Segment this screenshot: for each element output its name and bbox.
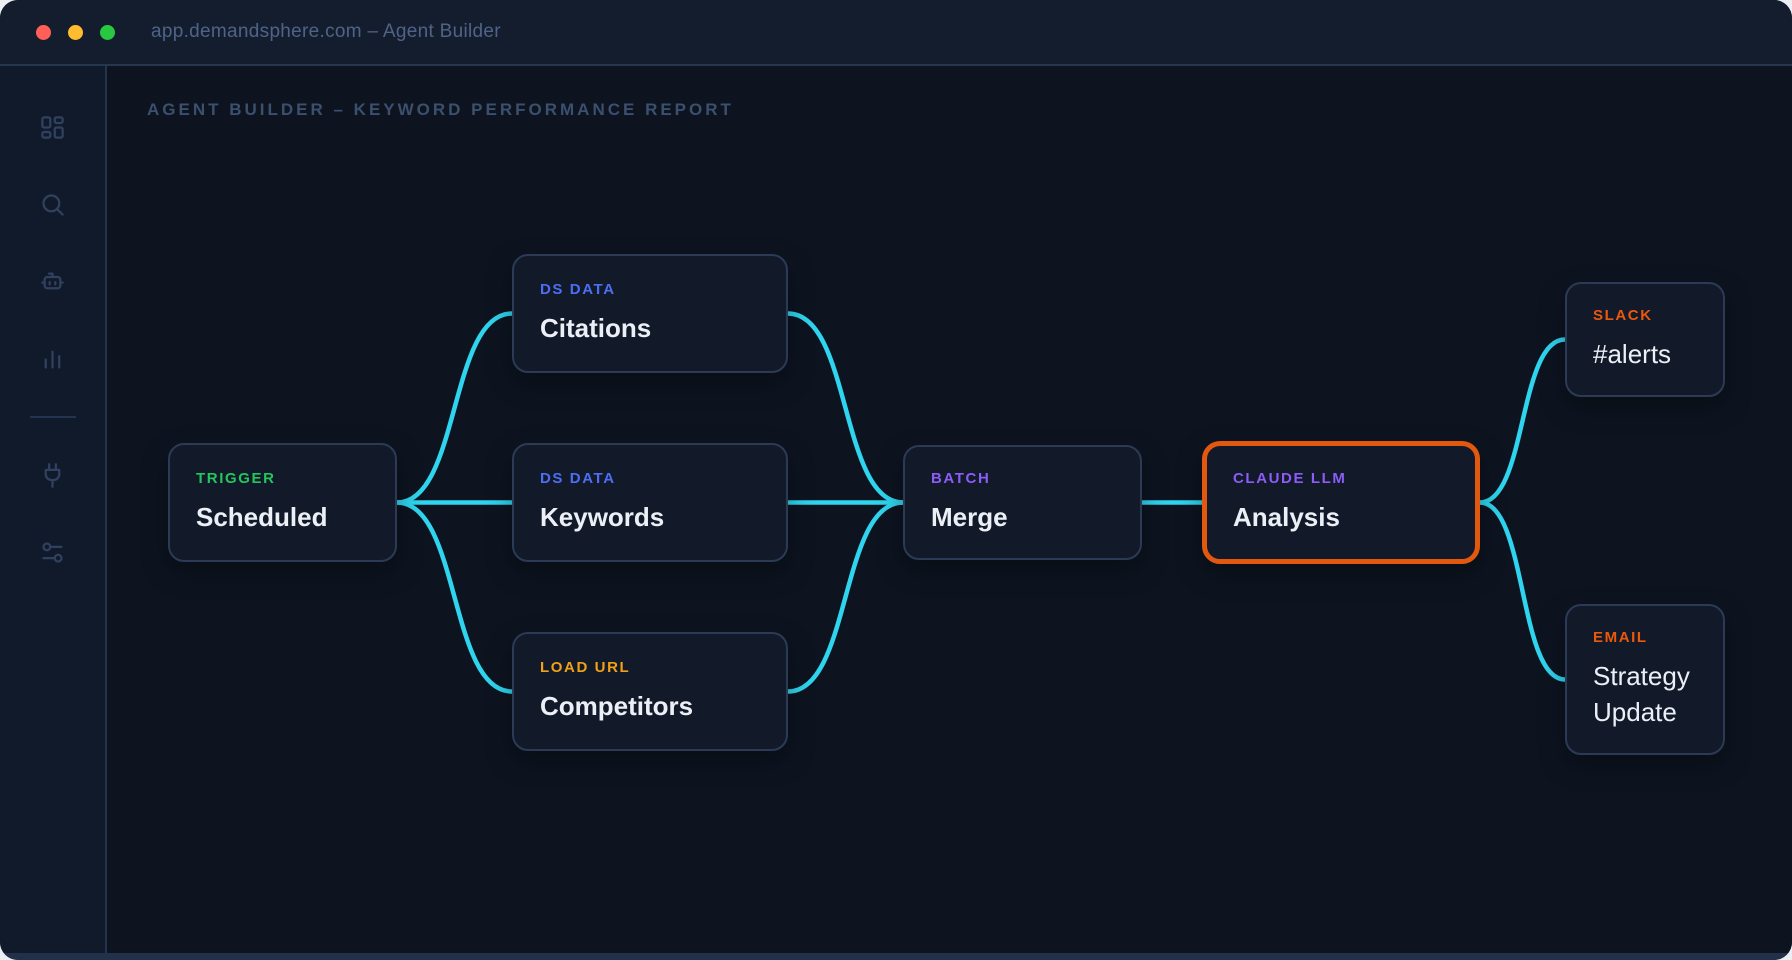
node-title: Keywords — [540, 501, 665, 532]
sidebar-divider — [29, 416, 76, 418]
edge-citations-merge — [785, 311, 906, 505]
node-competitors[interactable]: LOAD URL Competitors — [512, 632, 788, 751]
edge-scheduled-competitors — [394, 500, 515, 694]
node-type-label: SLACK — [1593, 306, 1653, 324]
node-type-label: CLAUDE LLM — [1233, 469, 1347, 487]
node-title: Strategy Update — [1593, 661, 1690, 727]
plug-icon[interactable] — [39, 462, 66, 489]
edge-scheduled-citations — [394, 311, 515, 505]
node-title: Citations — [540, 312, 652, 343]
edge-analysis-email — [1477, 500, 1568, 682]
node-type-label: BATCH — [931, 469, 991, 487]
zoom-button[interactable] — [100, 24, 115, 40]
node-title: Merge — [931, 501, 1008, 532]
node-type-label: DS DATA — [540, 469, 616, 487]
page-title: AGENT BUILDER – KEYWORD PERFORMANCE REPO… — [147, 100, 734, 119]
traffic-lights — [36, 24, 115, 40]
node-citations[interactable]: DS DATA Citations — [512, 254, 788, 373]
node-keywords[interactable]: DS DATA Keywords — [512, 443, 788, 562]
node-title: #alerts — [1593, 338, 1672, 369]
node-type-label: DS DATA — [540, 280, 616, 298]
node-analysis[interactable]: CLAUDE LLM Analysis — [1202, 441, 1480, 564]
bar-chart-icon[interactable] — [39, 345, 66, 372]
edge-competitors-merge — [785, 500, 906, 694]
edge-analysis-slack — [1477, 337, 1568, 505]
workflow-canvas[interactable]: AGENT BUILDER – KEYWORD PERFORMANCE REPO… — [107, 66, 1792, 953]
close-button[interactable] — [36, 24, 51, 40]
node-merge[interactable]: BATCH Merge — [903, 445, 1142, 560]
sliders-icon[interactable] — [39, 539, 66, 566]
node-type-label: EMAIL — [1593, 629, 1648, 647]
node-title: Analysis — [1233, 501, 1340, 532]
window-bottom-edge — [0, 953, 1792, 960]
content-row: AGENT BUILDER – KEYWORD PERFORMANCE REPO… — [0, 66, 1792, 953]
node-type-label: TRIGGER — [196, 469, 276, 487]
bot-icon[interactable] — [39, 268, 66, 295]
minimize-button[interactable] — [68, 24, 83, 40]
node-type-label: LOAD URL — [540, 658, 631, 676]
dashboard-icon[interactable] — [39, 114, 66, 141]
node-scheduled[interactable]: TRIGGER Scheduled — [168, 443, 397, 562]
node-email[interactable]: EMAIL Strategy Update — [1565, 604, 1725, 755]
node-title: Scheduled — [196, 501, 328, 532]
node-title: Competitors — [540, 690, 694, 721]
node-slack[interactable]: SLACK #alerts — [1565, 282, 1725, 397]
sidebar — [0, 66, 107, 953]
window-title: app.demandsphere.com – Agent Builder — [151, 21, 501, 42]
search-icon[interactable] — [39, 191, 66, 218]
titlebar: app.demandsphere.com – Agent Builder — [0, 0, 1792, 66]
